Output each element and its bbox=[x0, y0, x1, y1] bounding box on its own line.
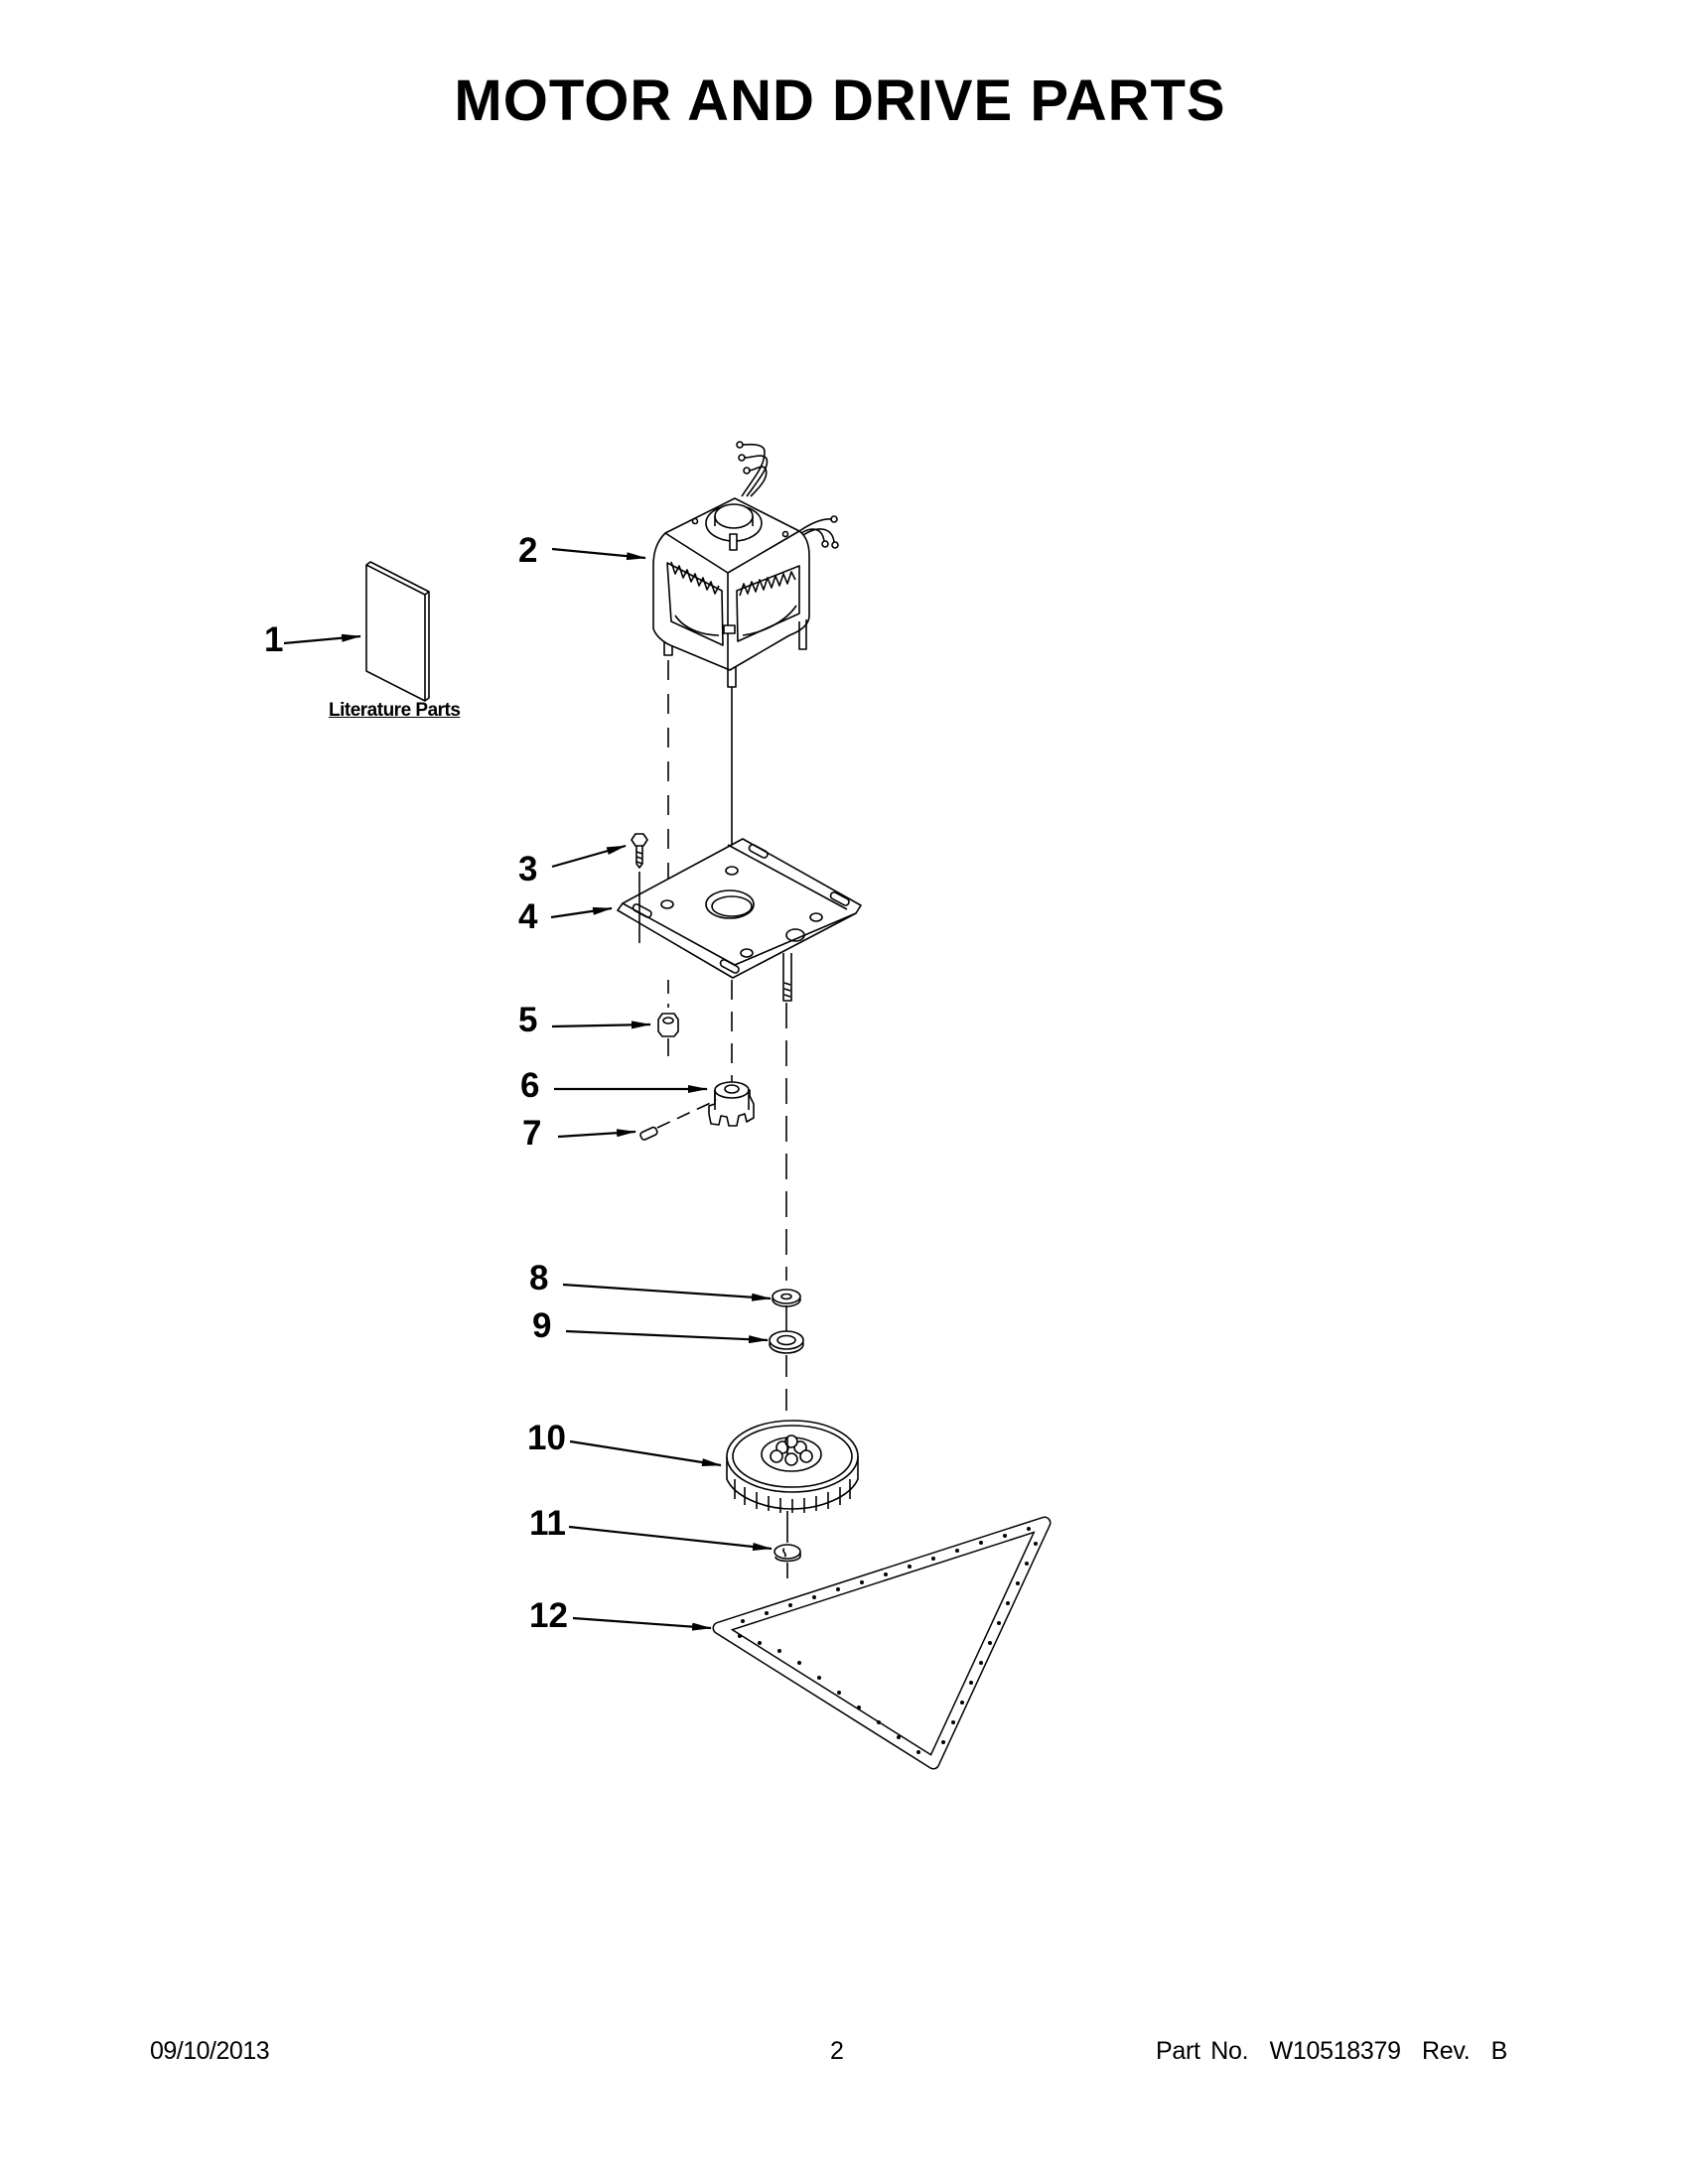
set-screw-icon bbox=[639, 1126, 658, 1141]
callout-7-leader bbox=[557, 1129, 636, 1139]
footer-part-number: Part No. W10518379 Rev. B bbox=[1156, 2037, 1508, 2065]
page-title: MOTOR AND DRIVE PARTS bbox=[0, 68, 1688, 134]
page-title-text: MOTOR AND DRIVE PARTS bbox=[454, 68, 1226, 133]
callout-8-leader bbox=[562, 1283, 772, 1301]
large-washer-icon bbox=[769, 1330, 804, 1354]
callout-12-leader bbox=[572, 1616, 712, 1631]
callout-2-leader bbox=[551, 547, 646, 561]
nut-icon bbox=[657, 1013, 679, 1037]
drive-gear-icon bbox=[726, 1420, 859, 1513]
small-washer-icon bbox=[772, 1289, 801, 1307]
callout-10-leader bbox=[569, 1439, 722, 1467]
pinion-gear-icon bbox=[708, 1081, 755, 1127]
callout-7: 7 bbox=[522, 1114, 542, 1153]
callout-5-leader bbox=[551, 1021, 651, 1029]
footer-date: 09/10/2013 bbox=[150, 2037, 270, 2065]
screw-icon bbox=[631, 833, 648, 869]
motor-icon bbox=[652, 441, 839, 688]
callout-12: 12 bbox=[529, 1596, 568, 1635]
callout-10: 10 bbox=[527, 1419, 566, 1457]
callout-11: 11 bbox=[529, 1504, 566, 1543]
drive-chain-icon bbox=[712, 1516, 1052, 1770]
literature-parts-label: Literature Parts bbox=[329, 700, 461, 721]
callout-1-leader bbox=[283, 633, 361, 645]
callout-5: 5 bbox=[518, 1001, 538, 1039]
callout-1: 1 bbox=[264, 620, 284, 659]
motor-bracket-icon bbox=[617, 838, 862, 1002]
callout-9: 9 bbox=[532, 1306, 552, 1345]
callout-4-leader bbox=[550, 906, 613, 919]
callout-9-leader bbox=[565, 1329, 769, 1344]
callout-8: 8 bbox=[529, 1259, 549, 1297]
e-ring-icon bbox=[774, 1544, 801, 1563]
callout-6: 6 bbox=[520, 1066, 540, 1105]
callout-11-leader bbox=[568, 1525, 773, 1551]
literature-book-icon bbox=[365, 561, 430, 702]
callout-2: 2 bbox=[518, 531, 538, 570]
callout-3-leader bbox=[551, 844, 627, 869]
footer-page-number: 2 bbox=[830, 2037, 844, 2065]
callout-3: 3 bbox=[518, 850, 538, 888]
callout-4: 4 bbox=[518, 897, 538, 936]
